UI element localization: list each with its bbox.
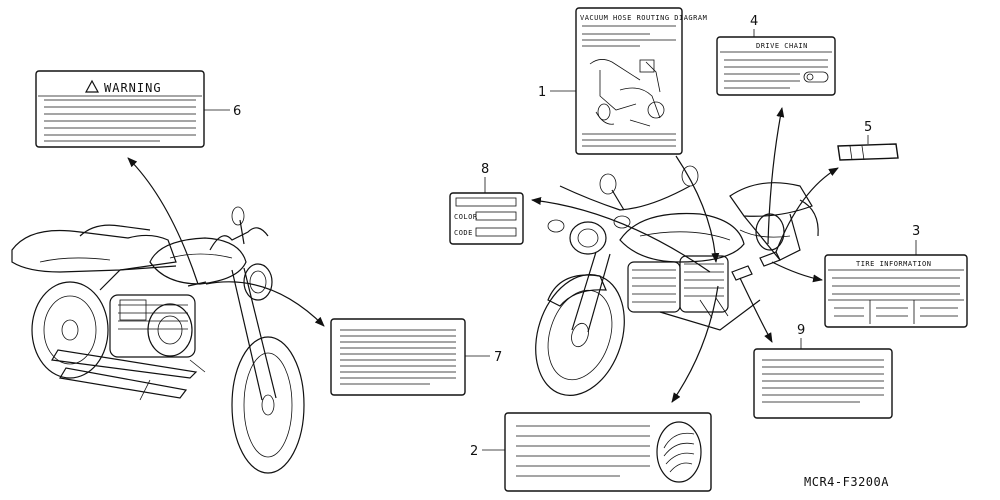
callout-6: 6 bbox=[233, 104, 241, 119]
left-motorcycle-illustration bbox=[11, 206, 305, 474]
location-arrows bbox=[127, 107, 839, 403]
vacuum-hose-routing-label: VACUUM HOSE ROUTING DIAGRAM bbox=[575, 7, 707, 155]
warning-label: WARNING bbox=[35, 70, 205, 148]
label-2 bbox=[504, 412, 712, 492]
color-caption: COLOR bbox=[454, 213, 478, 221]
diagram-code: MCR4-F3200A bbox=[804, 475, 889, 489]
label-7 bbox=[330, 318, 466, 396]
callout-8: 8 bbox=[481, 162, 489, 177]
chain-adjuster-icon bbox=[803, 71, 829, 83]
callout-5: 5 bbox=[864, 120, 872, 135]
callout-4: 4 bbox=[750, 14, 758, 29]
drive-chain-label: DRIVE CHAIN bbox=[716, 36, 836, 96]
label-9 bbox=[753, 348, 893, 419]
drive-chain-title: DRIVE CHAIN bbox=[756, 42, 808, 50]
warning-label-title: WARNING bbox=[104, 81, 162, 95]
callouts: 1 2 3 4 5 6 7 8 9 bbox=[204, 14, 920, 459]
callout-7: 7 bbox=[494, 350, 502, 365]
callout-2: 2 bbox=[470, 444, 478, 459]
callout-1: 1 bbox=[538, 85, 546, 100]
color-code-label: COLOR CODE bbox=[449, 192, 524, 245]
tire-information-label: TIRE INFORMATION bbox=[824, 254, 968, 328]
code-caption: CODE bbox=[454, 229, 473, 237]
tire-info-title: TIRE INFORMATION bbox=[856, 260, 931, 268]
warning-triangle-icon bbox=[84, 79, 100, 93]
wing-logo-icon bbox=[656, 421, 702, 483]
vacuum-hose-title: VACUUM HOSE ROUTING DIAGRAM bbox=[580, 14, 707, 22]
callout-9: 9 bbox=[797, 323, 805, 338]
label-5 bbox=[837, 143, 899, 161]
callout-3: 3 bbox=[912, 224, 920, 239]
